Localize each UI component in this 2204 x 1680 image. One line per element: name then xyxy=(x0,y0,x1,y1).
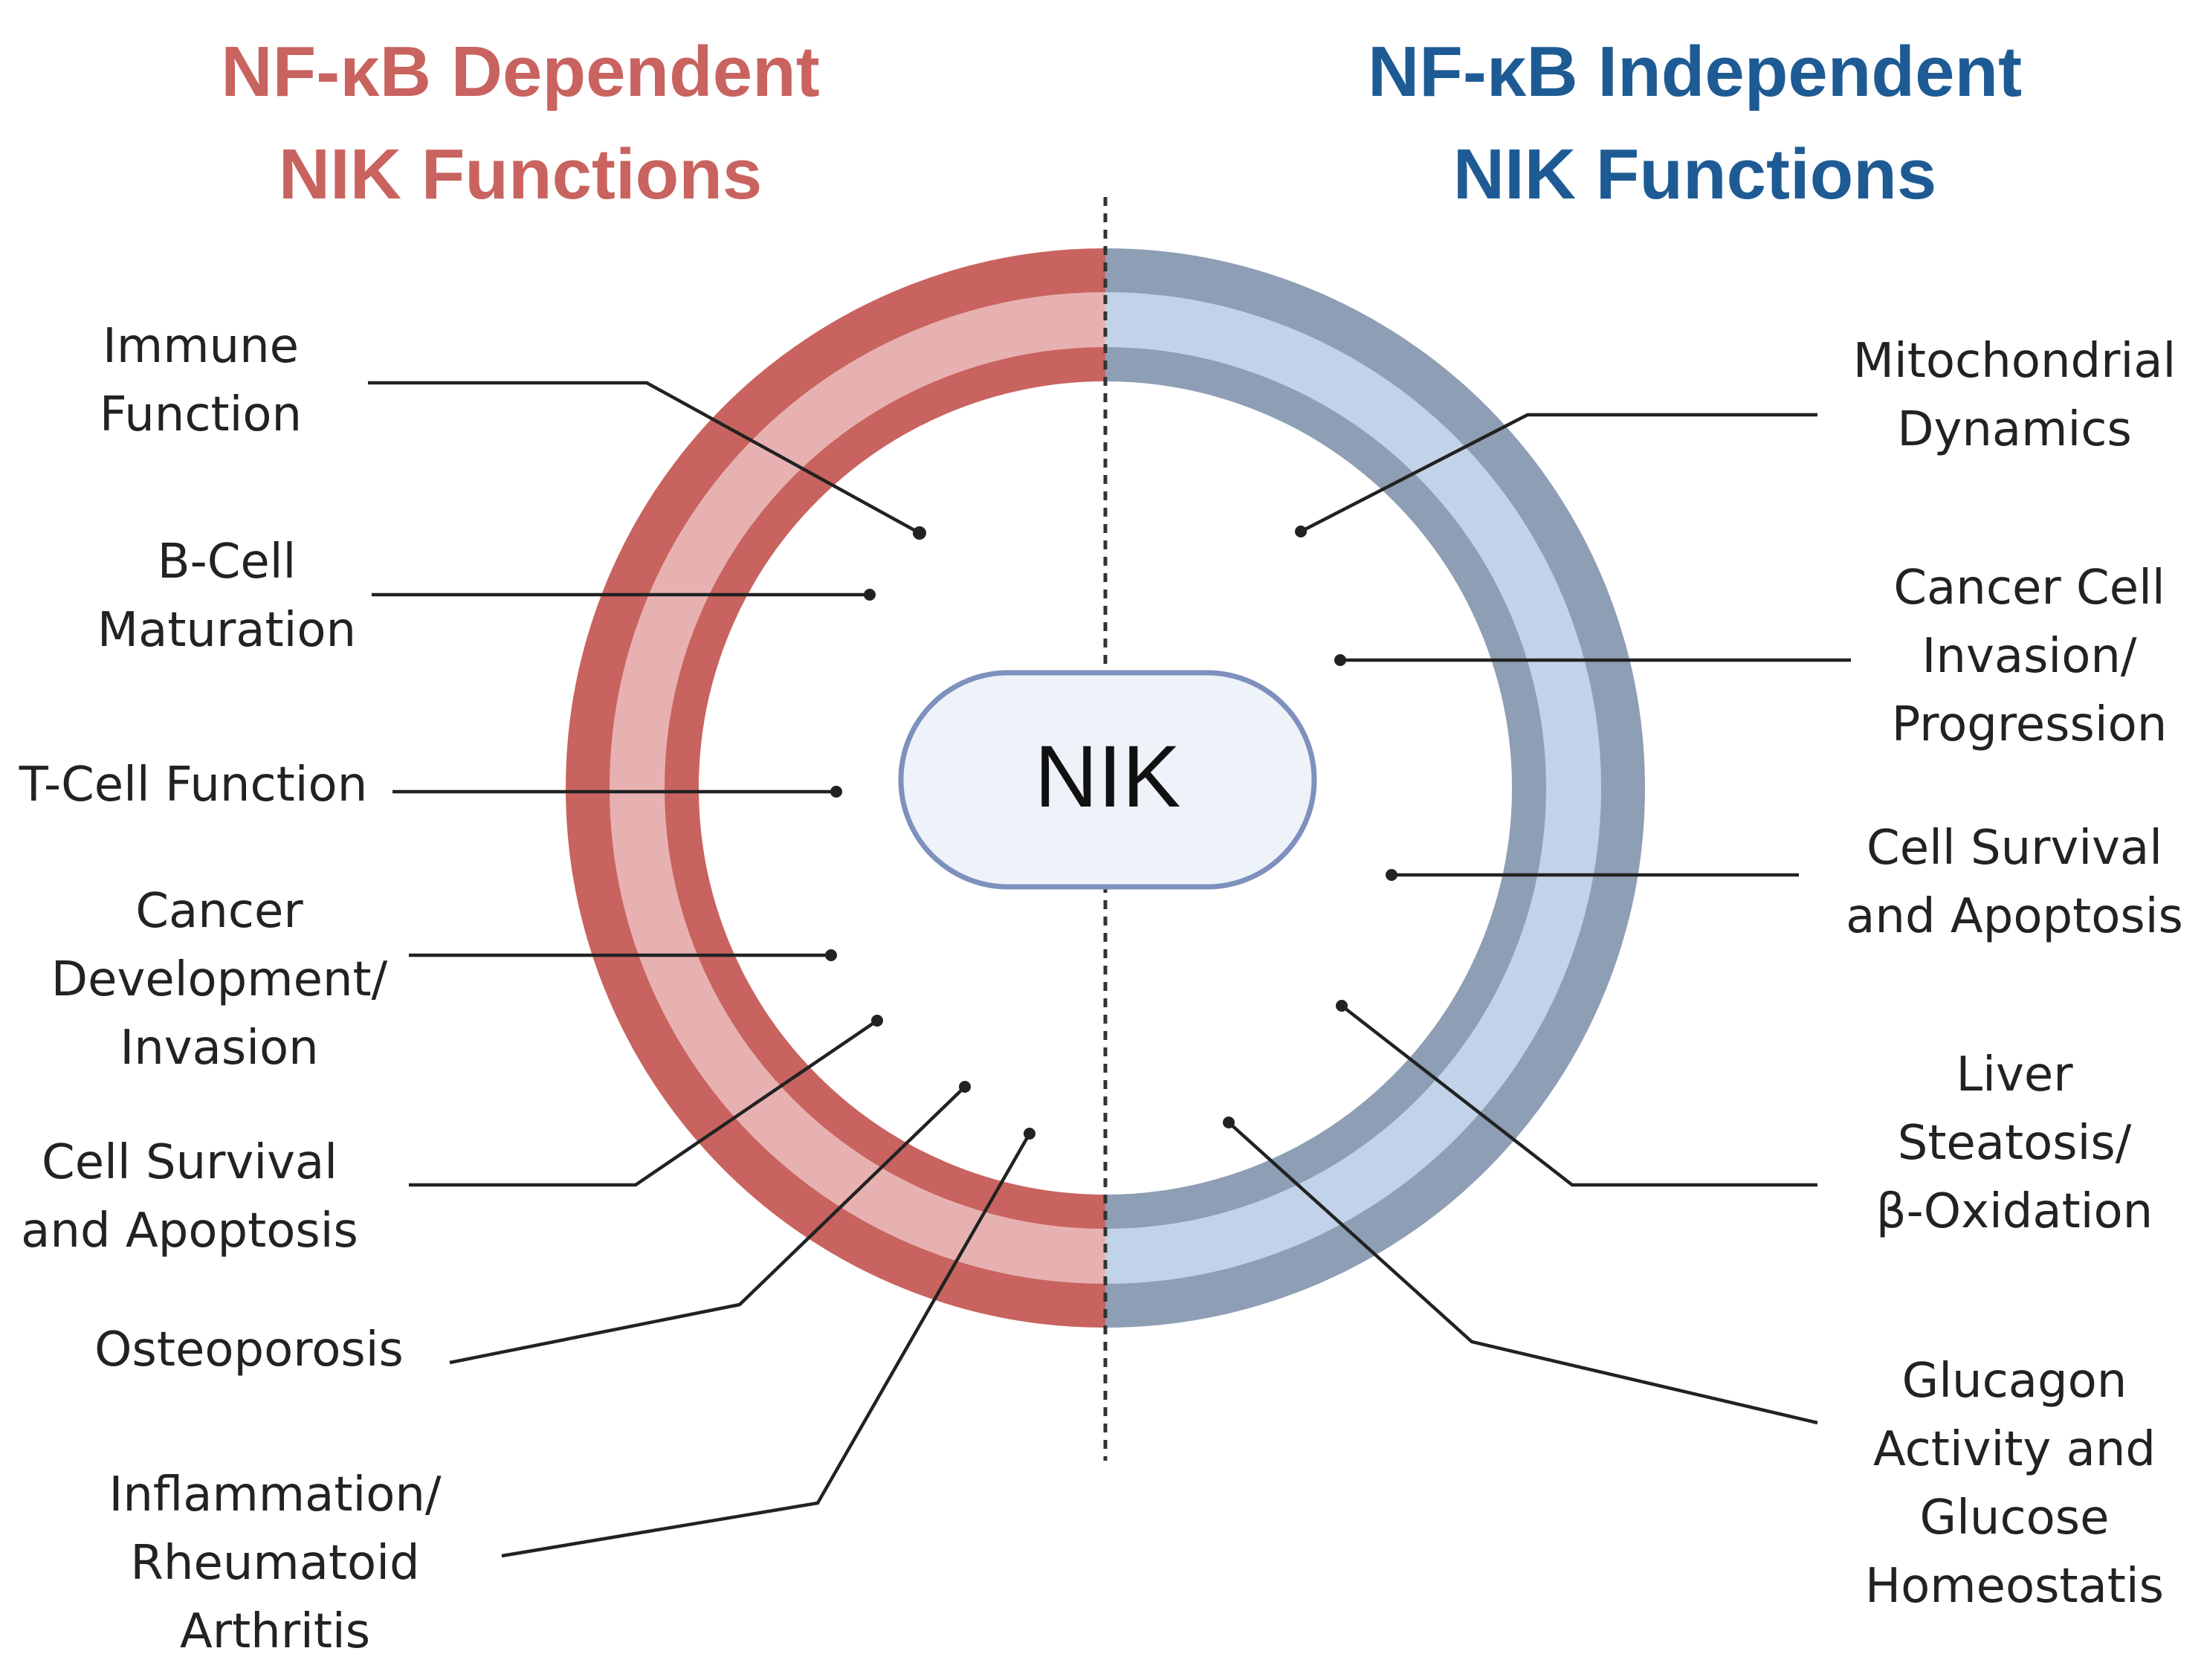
label-glucagon-glucose-homeostasis: Glucagon Activity and Glucose Homeostati… xyxy=(1832,1347,2197,1621)
label-cancer-cell-invasion-progression: Cancer Cell Invasion/ Progression xyxy=(1858,554,2200,759)
independent-title-line-1: NF-κB Independent xyxy=(1367,32,2023,112)
connector-liver-steatosis xyxy=(1340,1004,1817,1187)
label-line: Glucagon xyxy=(1901,1354,2127,1409)
label-line: T-Cell Function xyxy=(19,757,368,812)
label-line: Homeostatis xyxy=(1864,1559,2165,1614)
dot-b-cell-maturation xyxy=(864,589,876,601)
label-line: Glucose xyxy=(1919,1490,2110,1545)
dot-cell-survival-right xyxy=(1386,869,1397,881)
label-mitochondrial-dynamics: Mitochondrial Dynamics xyxy=(1836,327,2193,464)
dot-osteoporosis xyxy=(959,1081,971,1093)
dot-mitochondrial-dynamics xyxy=(1295,526,1307,537)
label-line: Invasion/ xyxy=(1922,629,2137,684)
label-line: Cell Survival xyxy=(1867,821,2162,876)
connector-cell-survival-left xyxy=(409,1019,879,1187)
label-line: Progression xyxy=(1891,697,2168,752)
dependent-ring-half xyxy=(566,248,1105,1328)
label-line: Inflammation/ xyxy=(109,1467,442,1522)
connector-dots xyxy=(825,526,1397,1140)
label-line: and Apoptosis xyxy=(1846,889,2183,944)
label-immune-function: Immune Function xyxy=(45,312,357,449)
connector-inflammation xyxy=(501,1132,1031,1558)
label-line: Cancer xyxy=(135,884,303,939)
independent-title-line-2: NIK Functions xyxy=(1452,135,1937,214)
label-line: Steatosis/ xyxy=(1897,1116,2132,1171)
nik-node xyxy=(898,670,1317,890)
label-line: B-Cell xyxy=(157,534,297,589)
connector-mitochondrial-dynamics xyxy=(1299,413,1817,534)
label-line: Rheumatoid xyxy=(130,1536,420,1591)
label-line: Liver xyxy=(1956,1047,2073,1102)
dot-cancer-cell-invasion xyxy=(1334,654,1346,666)
label-line: β-Oxidation xyxy=(1875,1184,2153,1239)
connector-glucagon-activity xyxy=(1227,1121,1818,1425)
dot-immune-function xyxy=(913,526,926,540)
label-b-cell-maturation: B-Cell Maturation xyxy=(74,528,379,665)
label-line: Development/ xyxy=(51,952,388,1007)
dependent-title: NF-κB Dependent NIK Functions xyxy=(74,21,966,226)
label-line: Cell Survival xyxy=(42,1135,337,1190)
label-t-cell-function: T-Cell Function xyxy=(7,751,379,819)
label-osteoporosis: Osteoporosis xyxy=(82,1316,416,1384)
connector-immune-function xyxy=(368,381,921,534)
dot-cell-survival-left xyxy=(871,1015,883,1027)
label-cancer-development-invasion: Cancer Development/ Invasion xyxy=(37,877,401,1082)
dependent-title-line-2: NIK Functions xyxy=(278,135,763,214)
dot-glucagon-activity xyxy=(1223,1117,1235,1128)
nik-label: NIK xyxy=(1034,728,1181,826)
connector-osteoporosis xyxy=(449,1085,966,1365)
label-line: Arthritis xyxy=(179,1604,371,1659)
label-line: Dynamics xyxy=(1897,402,2132,457)
label-line: Osteoporosis xyxy=(94,1322,404,1377)
label-line: Immune xyxy=(102,319,300,374)
label-line: Maturation xyxy=(97,603,357,658)
label-line: Invasion xyxy=(120,1021,319,1076)
connector-lines xyxy=(368,381,1851,1558)
label-inflammation-arthritis: Inflammation/ Rheumatoid Arthritis xyxy=(97,1461,453,1666)
label-line: Cancer Cell xyxy=(1893,560,2165,616)
dot-t-cell-function xyxy=(830,786,842,798)
independent-title: NF-κB Independent NIK Functions xyxy=(1249,21,2141,226)
dot-inflammation xyxy=(1024,1128,1035,1140)
dependent-title-line-1: NF-κB Dependent xyxy=(221,32,820,112)
label-cell-survival-apoptosis-right: Cell Survival and Apoptosis xyxy=(1832,814,2197,951)
dot-cancer-development xyxy=(825,949,837,961)
independent-ring-half xyxy=(1105,248,1645,1328)
label-liver-steatosis-oxidation: Liver Steatosis/ β-Oxidation xyxy=(1836,1041,2193,1246)
label-line: Mitochondrial xyxy=(1852,334,2176,389)
label-cell-survival-apoptosis-left: Cell Survival and Apoptosis xyxy=(7,1128,372,1265)
dot-liver-steatosis xyxy=(1336,1000,1348,1012)
label-line: Activity and xyxy=(1872,1422,2156,1477)
label-line: Function xyxy=(99,387,303,442)
label-line: and Apoptosis xyxy=(21,1204,358,1259)
